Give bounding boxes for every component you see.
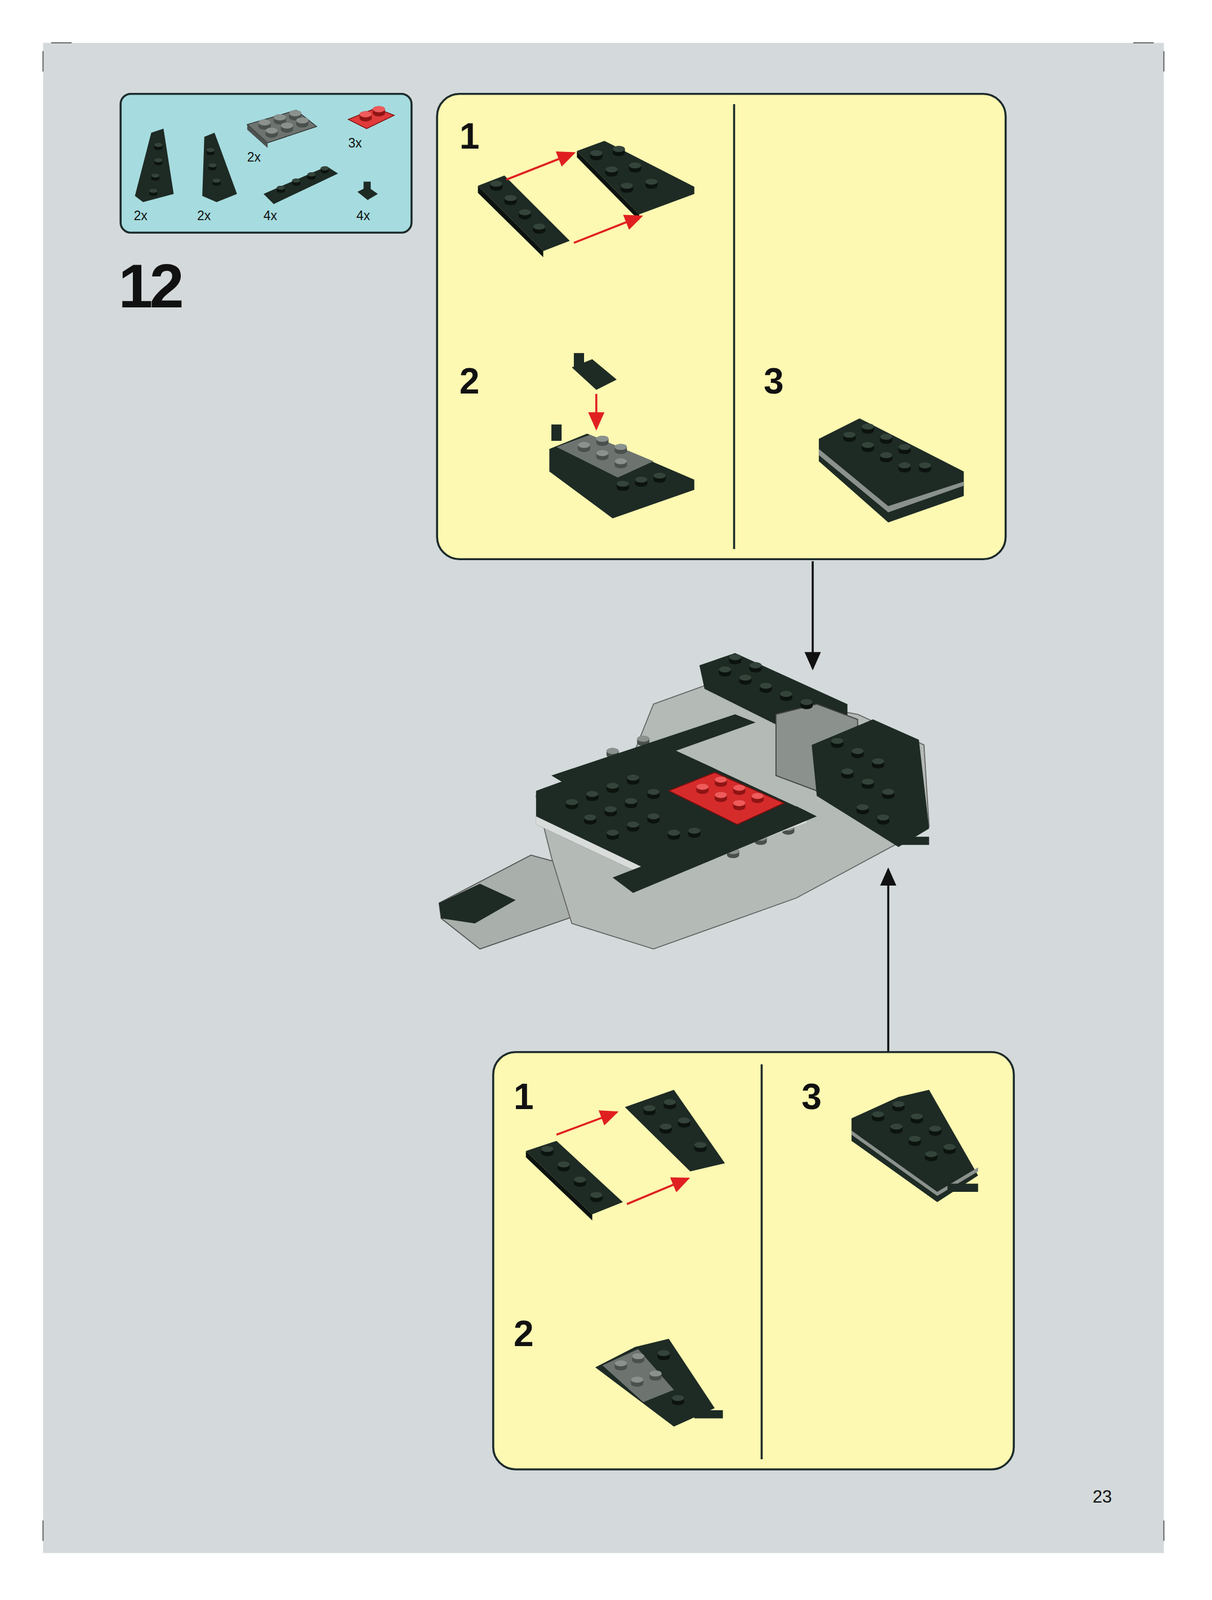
- wedge-plate: [811, 719, 929, 848]
- quantity-label: 2x: [197, 209, 211, 223]
- divider: [760, 1064, 764, 1460]
- arrow: [506, 153, 574, 180]
- clip: [947, 1184, 978, 1193]
- parts-list: [120, 94, 412, 234]
- crop-mark: [42, 42, 1164, 1542]
- wedge-plate: [202, 132, 238, 203]
- quantity-label: 3x: [348, 136, 362, 150]
- red-plate: [668, 772, 784, 825]
- grey-plate: [851, 1130, 979, 1197]
- nose-tip: [439, 884, 516, 925]
- substep-box: 1 2 3: [437, 94, 1006, 560]
- clip-plate: [573, 353, 585, 368]
- substep-number: 2: [513, 1316, 534, 1353]
- quantity-label: 4x: [356, 209, 371, 223]
- hull: [536, 685, 930, 950]
- substep-number: 3: [763, 363, 784, 400]
- divider: [733, 104, 736, 550]
- substep-box: [493, 1052, 1014, 1470]
- substep-box: [437, 94, 1006, 560]
- black-plate: [478, 185, 544, 258]
- clip: [694, 1410, 724, 1420]
- subassembly-bottom: [493, 1052, 1014, 1470]
- red-plate: [348, 108, 395, 129]
- arrow: [595, 394, 598, 430]
- page-number: 23: [1092, 1488, 1112, 1506]
- wedge-plate: [576, 150, 640, 221]
- wedge-plate: [818, 418, 964, 523]
- arrow: [887, 869, 890, 1052]
- substep-number: 1: [459, 118, 480, 155]
- wedge-plate: [851, 1090, 979, 1203]
- page-ground: [42, 42, 1164, 1554]
- arrow: [556, 1112, 617, 1136]
- black-plate: [263, 166, 338, 204]
- quantity-label: 4x: [263, 209, 278, 223]
- arrow: [573, 216, 642, 243]
- grey-plate: [556, 434, 654, 478]
- black-plate: [478, 175, 570, 252]
- grey-plate: [602, 1349, 675, 1403]
- grey-plate: [818, 449, 964, 513]
- arrow: [626, 1178, 689, 1205]
- parts-callout: 2x 3x 2x 2x 4x 4x: [120, 94, 412, 234]
- substep-box: 1 3 2: [493, 1052, 1015, 1471]
- clip-plate: [363, 181, 372, 193]
- main-model: [439, 561, 930, 1052]
- step-number: 12: [118, 255, 181, 318]
- wedge-plate: [576, 140, 694, 215]
- wedge-plate: [549, 433, 694, 519]
- substep-number: 1: [513, 1079, 534, 1116]
- substep-number: 3: [801, 1079, 822, 1116]
- parts-box: [120, 94, 412, 234]
- substep-number: 2: [459, 363, 480, 400]
- clip: [551, 424, 562, 441]
- clip: [898, 836, 929, 846]
- wedge-plate: [135, 128, 175, 203]
- quantity-label: 2x: [247, 150, 261, 164]
- wedge-plate: [625, 1090, 726, 1173]
- ground: [42, 42, 1164, 1554]
- quantity-label: 2x: [133, 209, 147, 223]
- arrow: [811, 561, 814, 669]
- black-bar: [612, 806, 818, 894]
- black-plate: [526, 1151, 593, 1222]
- subassembly-top: [437, 94, 1006, 560]
